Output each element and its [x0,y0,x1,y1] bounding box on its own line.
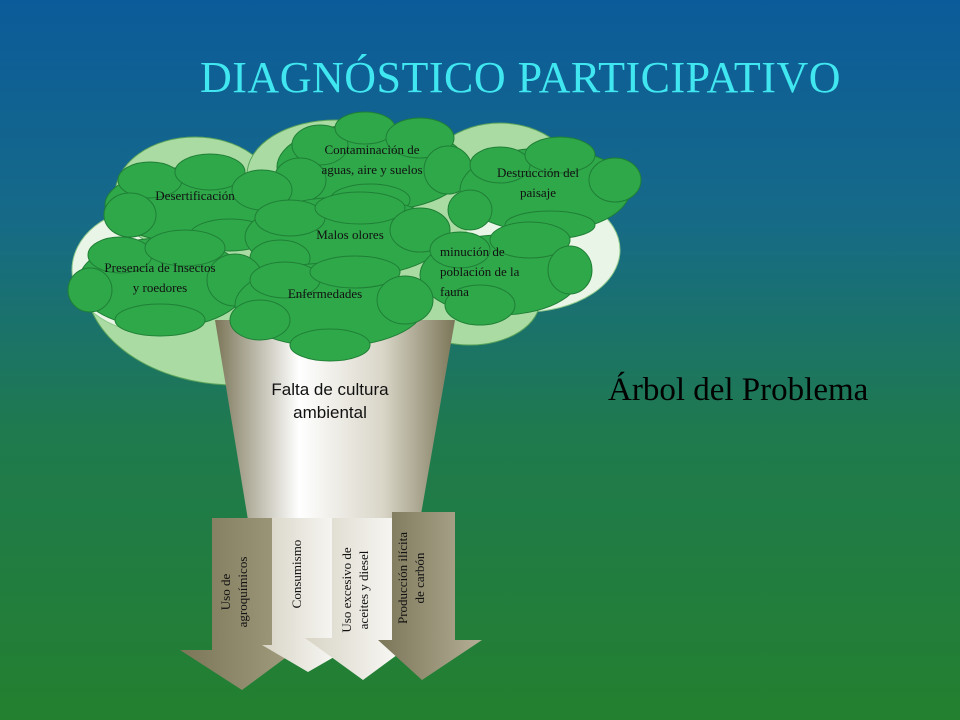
root-label-agroquimicos: Uso de agroquímicos [218,556,250,628]
cloud-enfermedades [229,255,434,362]
trunk-label: Falta de cultura ambiental [271,380,389,422]
effect-label-malos-olores: Malos olores [316,227,384,242]
effect-label-fauna: minución de población de la fauna [440,244,520,299]
root-label-aceites: Uso excesivo de aceites y diesel [339,547,371,633]
cloud-presencia [67,229,264,337]
root-arrow-consumismo [262,518,355,672]
slide-subtitle: Árbol del Problema [608,372,869,408]
cloud-malos-olores [244,191,451,278]
root-arrows [180,512,482,690]
effect-label-contaminacion: Contaminación de aguas, aire y suelos [321,142,423,177]
root-arrow-aceites [305,518,420,680]
root-arrow-carbon [378,512,482,680]
cloud-desertificacion [103,153,293,252]
slide-title: DIAGNÓSTICO PARTICIPATIVO [200,53,842,102]
effect-label-destruccion: Destrucción del paisaje [497,165,579,200]
cloud-fauna [419,221,593,326]
effect-label-desertificacion: Desertificación [155,188,235,203]
effect-label-enfermedades: Enfermedades [287,286,363,301]
trunk [215,320,455,520]
root-label-consumismo: Consumismo [289,539,304,609]
root-label-carbon: Producción ilícita de carbón [395,531,427,625]
effect-label-presencia: Presencia de Insectos y roedores [104,260,216,295]
